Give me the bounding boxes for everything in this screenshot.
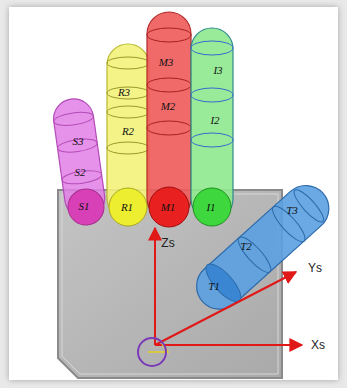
joint-label: M1 [161, 202, 176, 213]
joint-label: S2 [75, 167, 86, 178]
y-axis [155, 272, 296, 345]
joint-label: T1 [208, 281, 220, 292]
joint-label: R2 [122, 126, 134, 137]
wrist-joint [138, 338, 166, 366]
joint-label: S3 [73, 136, 84, 147]
joint-label: T3 [286, 205, 298, 216]
index-finger [191, 28, 233, 226]
axis-label: Ys [308, 262, 322, 274]
axis-label: Zs [161, 237, 174, 249]
joint-label: I1 [206, 202, 215, 213]
thumb-finger [186, 175, 339, 319]
joint-label: M3 [159, 57, 174, 68]
middle-finger [147, 12, 191, 227]
joint-label: R1 [121, 202, 133, 213]
frame [9, 7, 338, 380]
z-axis [154, 228, 156, 345]
x-axis [155, 344, 302, 346]
joint-label: S1 [79, 201, 90, 212]
joint-label: I2 [210, 115, 219, 126]
axis-label: Xs [311, 339, 325, 351]
pinky-finger [51, 96, 108, 227]
joint-label: I3 [213, 65, 222, 76]
joint-label: T2 [240, 241, 252, 252]
ring-finger [107, 44, 149, 226]
joint-label: R3 [118, 87, 130, 98]
joint-label: M2 [161, 101, 176, 112]
